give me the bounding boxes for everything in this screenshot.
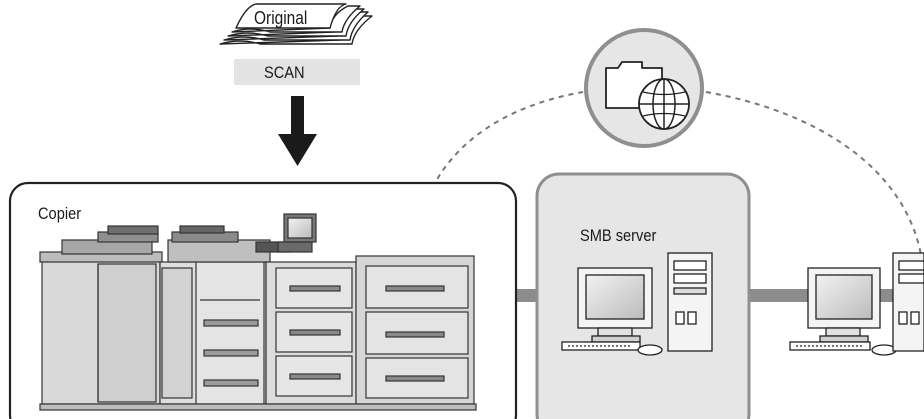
down-arrow-icon [278,96,317,166]
copier-machine [39,213,477,411]
copier-label: Copier [38,204,82,223]
original-label: Original [254,8,308,28]
folder-globe-icon [584,28,704,148]
client-computer [789,252,924,356]
scan-label: SCAN [264,63,305,82]
scan-bar [234,59,360,85]
smb-server-label: SMB server [580,226,657,245]
smb-server-computer [561,252,713,356]
original-document-stack-icon [219,3,373,45]
dashed-connection-pc [705,91,922,256]
